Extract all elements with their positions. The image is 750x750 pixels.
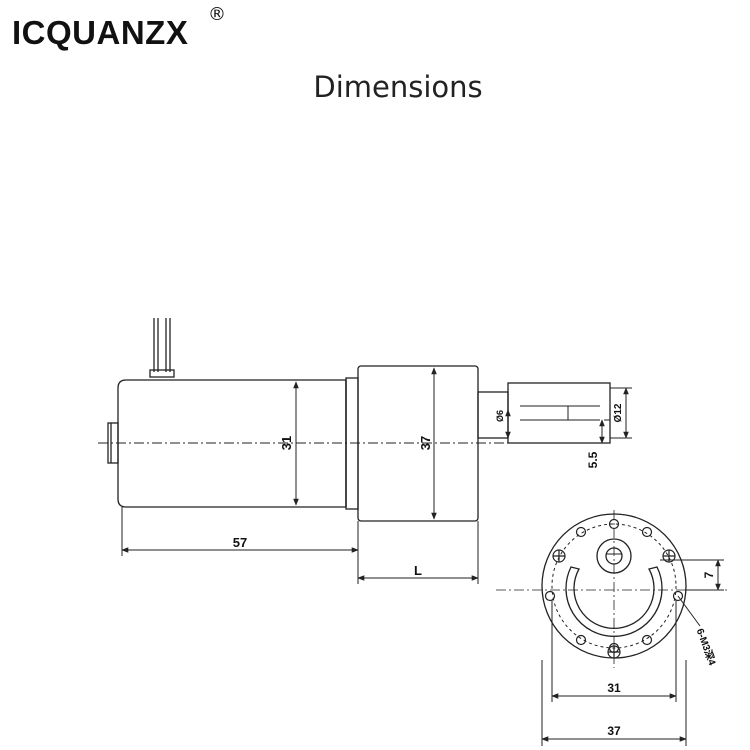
shaft-offset-label: 7 [702, 571, 716, 578]
bolt-circle-label: 31 [607, 681, 621, 695]
side-view-dimensions [121, 367, 632, 584]
front-view [496, 510, 728, 668]
brand-logo: ICQUANZX [12, 14, 189, 51]
shaft-flat-label: 5.5 [586, 451, 600, 468]
side-view-labels: 31 37 57 L Ø6 Ø12 5.5 [233, 403, 624, 578]
front-view-dimensions [541, 559, 724, 746]
side-view [98, 318, 611, 522]
gearbox-body [357, 365, 479, 522]
motor-diameter-label: 31 [279, 436, 294, 450]
registered-mark: ® [208, 4, 226, 25]
hub-diameter-label: Ø12 [613, 403, 624, 422]
gearbox-length-label: L [414, 563, 422, 578]
shaft-diameter-label: Ø6 [495, 410, 505, 422]
lead-wires [149, 318, 175, 378]
crescent-groove [565, 566, 663, 637]
motor-body [107, 377, 359, 510]
face-width-label: 37 [607, 724, 621, 738]
gearbox-size-label: 37 [418, 436, 433, 450]
mounting-holes-label: 6-M3深4 [694, 627, 719, 668]
motor-length-label: 57 [233, 535, 247, 550]
page-title: Dimensions [313, 70, 483, 104]
front-view-labels: 7 6-M3深4 31 37 [607, 571, 719, 738]
